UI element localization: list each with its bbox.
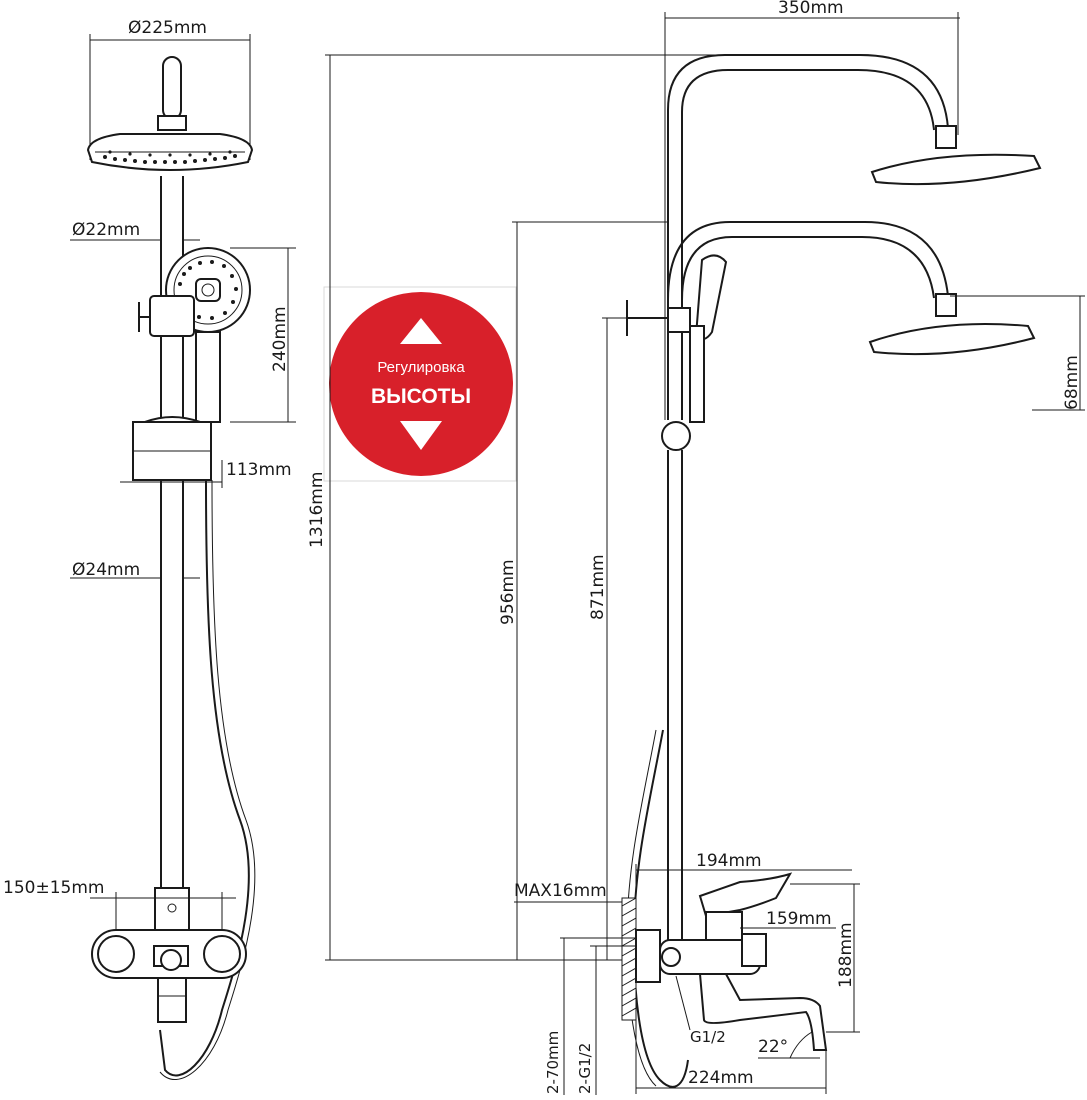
- sliding-holder: [132, 416, 212, 481]
- dim-pipe-diameter: Ø24mm: [72, 560, 140, 580]
- front-view: Ø225mm Ø22mm: [3, 18, 296, 1080]
- dim-thread-pair: 2-G1/2: [576, 1043, 594, 1094]
- side-view: 350mm 68mm 956mm 871mm: [498, 0, 1085, 1095]
- badge-circle: [329, 292, 513, 476]
- badge-line-2: ВЫСОТЫ: [371, 385, 471, 408]
- dim-head-diameter: Ø225mm: [128, 18, 207, 38]
- dim-spout-reach: 224mm: [688, 1068, 754, 1088]
- dim-height-lower: 956mm: [498, 559, 518, 625]
- mixer-front: [91, 887, 247, 1023]
- height-adjustment-badge: Регулировка ВЫСОТЫ: [323, 286, 517, 482]
- dim-eccentric-length: 2-70mm: [544, 1031, 562, 1094]
- dim-mixer-height: 188mm: [836, 922, 856, 988]
- dim-arm-reach: 350mm: [778, 0, 844, 18]
- mixer-side: [635, 872, 828, 1051]
- dim-inlet-spacing: 150±15mm: [3, 878, 104, 898]
- wall-section: [621, 897, 637, 1021]
- dim-holder-offset: 113mm: [226, 460, 292, 480]
- badge-line-1: Регулировка: [377, 359, 465, 376]
- dim-spout-angle: 22°: [758, 1037, 788, 1057]
- dim-max-wall: MAX16mm: [514, 881, 607, 901]
- dim-holder-diameter: Ø22mm: [72, 220, 140, 240]
- dim-hand-shower-height: 240mm: [270, 306, 290, 372]
- hand-shower-side: [626, 254, 728, 451]
- dim-outlet-thread: G1/2: [690, 1028, 726, 1046]
- overhead-head-front: [86, 56, 254, 171]
- dim-mixer-width: 194mm: [696, 851, 762, 871]
- dim-total-height: 1316mm: [307, 472, 327, 548]
- hand-shower-front: [138, 247, 251, 423]
- dim-head-thickness: 68mm: [1062, 355, 1082, 410]
- arrow-up-icon: [400, 318, 442, 344]
- dim-height-holder: 871mm: [588, 554, 608, 620]
- arrow-down-icon: [400, 421, 442, 450]
- dim-mixer-depth: 159mm: [766, 909, 832, 929]
